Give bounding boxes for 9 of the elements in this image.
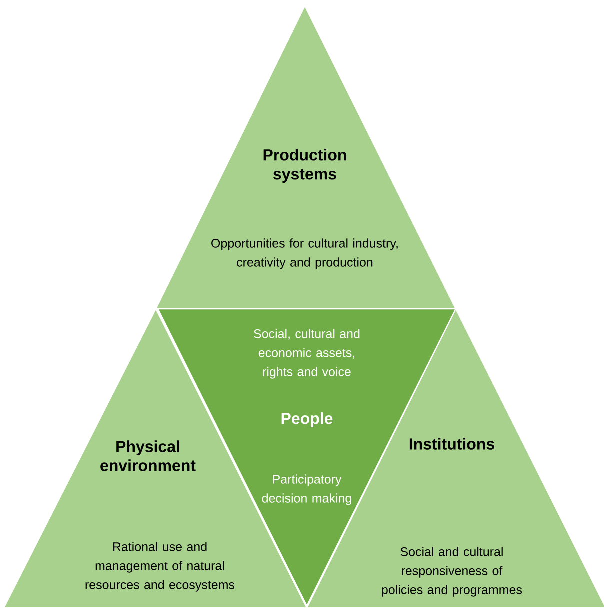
panel-text: Social and cultural responsiveness of policies and programmes (382, 547, 522, 597)
panel-heading: Production systems (264, 149, 346, 183)
panel-text: Rational use and management of natural resources and ecosystems (86, 542, 235, 592)
panel-text: Participatory decision making (262, 474, 352, 506)
panel-text: Opportunities for cultural industry, creativity and production (212, 238, 398, 270)
panel-heading: Physical environment (100, 440, 196, 472)
panel-text: Social, cultural and economic assets, rights and voice (254, 329, 360, 379)
panel-heading: People (282, 412, 333, 428)
panel-heading: Institutions (410, 438, 494, 450)
